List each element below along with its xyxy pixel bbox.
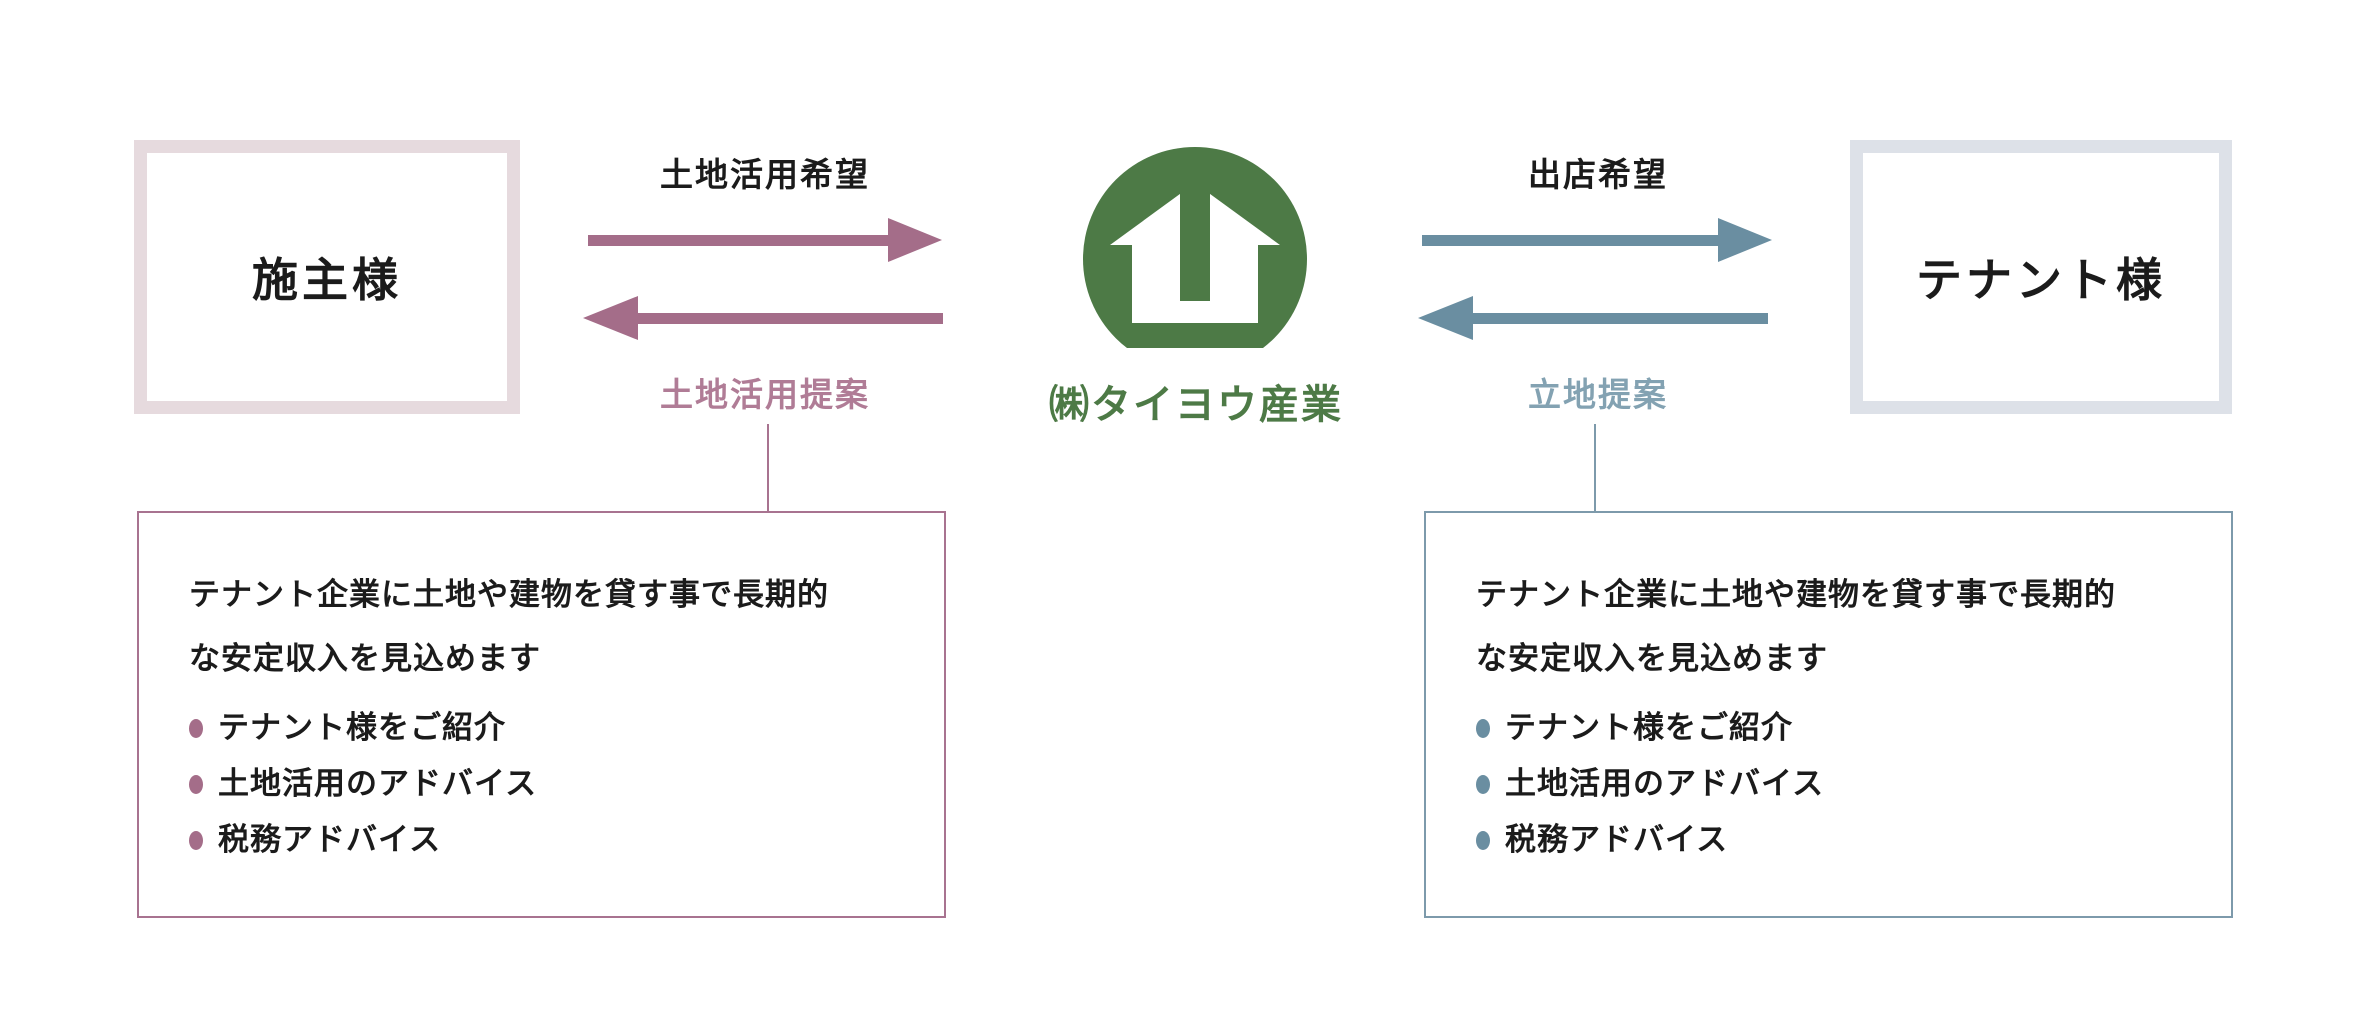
tenant-benefits-panel: テナント企業に土地や建物を貸す事で長期的 な安定収入を見込めます テナント様をご…: [1424, 511, 2233, 918]
bullet-text: テナント様をご紹介: [218, 710, 506, 746]
owner-label: 施主様: [252, 254, 402, 306]
list-item: 税務アドバイス: [189, 822, 890, 858]
arrow-right-icon: [588, 218, 942, 262]
company-logo-text: ㈱タイヨウ産業: [1049, 383, 1343, 427]
list-item: テナント様をご紹介: [189, 710, 890, 746]
right-request-label: 出店希望: [1528, 156, 1668, 193]
bullet-dot-icon: [189, 830, 203, 850]
bullet-text: 土地活用のアドバイス: [218, 766, 538, 802]
bullet-dot-icon: [1476, 830, 1490, 850]
arrow-left-icon: [1418, 296, 1768, 340]
tenant-box: テナント様: [1850, 140, 2232, 414]
left-proposal-label: 土地活用提案: [660, 376, 870, 413]
panel-description-line: な安定収入を見込めます: [189, 640, 541, 676]
bullet-text: 税務アドバイス: [1505, 822, 1729, 858]
right-proposal-label: 立地提案: [1528, 376, 1668, 413]
right-connector-line: [1594, 424, 1596, 511]
owner-benefits-panel: テナント企業に土地や建物を貸す事で長期的 な安定収入を見込めます テナント様をご…: [137, 511, 946, 918]
bullet-dot-icon: [189, 718, 203, 738]
bullet-dot-icon: [189, 774, 203, 794]
bullet-dot-icon: [1476, 718, 1490, 738]
bullet-dot-icon: [1476, 774, 1490, 794]
owner-box: 施主様: [134, 140, 520, 414]
house-up-arrow-logo-icon: [1083, 147, 1307, 348]
left-request-label: 土地活用希望: [660, 156, 870, 193]
bullet-text: テナント様をご紹介: [1505, 710, 1793, 746]
arrow-left-icon: [583, 296, 943, 340]
panel-description-line: テナント企業に土地や建物を貸す事で長期的: [1476, 577, 2116, 612]
bullet-text: 税務アドバイス: [218, 822, 442, 858]
list-item: 税務アドバイス: [1476, 822, 2177, 858]
list-item: 土地活用のアドバイス: [1476, 766, 2177, 802]
left-connector-line: [767, 424, 769, 511]
panel-description-line: テナント企業に土地や建物を貸す事で長期的: [189, 577, 829, 612]
bullet-list: テナント様をご紹介 土地活用のアドバイス 税務アドバイス: [189, 710, 890, 858]
bullet-list: テナント様をご紹介 土地活用のアドバイス 税務アドバイス: [1476, 710, 2177, 858]
list-item: 土地活用のアドバイス: [189, 766, 890, 802]
panel-description-line: な安定収入を見込めます: [1476, 640, 1828, 676]
arrow-right-icon: [1422, 218, 1772, 262]
list-item: テナント様をご紹介: [1476, 710, 2177, 746]
bullet-text: 土地活用のアドバイス: [1505, 766, 1825, 802]
tenant-label: テナント様: [1916, 254, 2166, 306]
